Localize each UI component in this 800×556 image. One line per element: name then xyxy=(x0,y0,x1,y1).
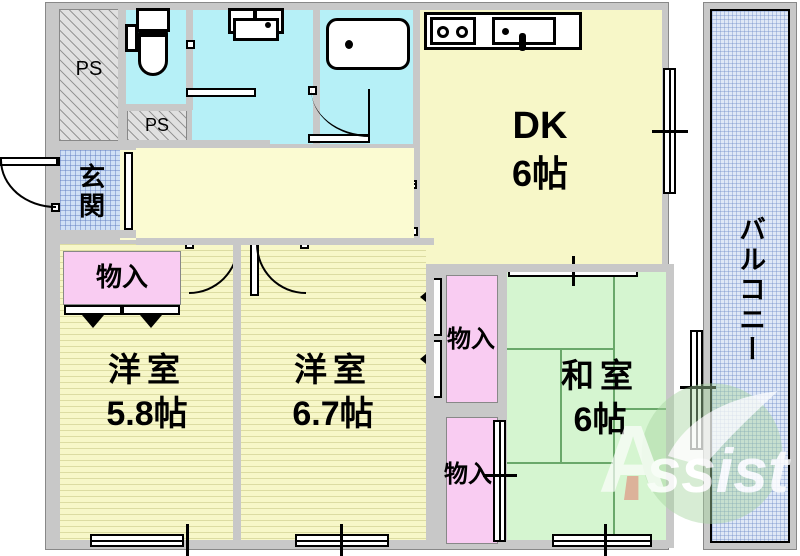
room-yoshitsu-right xyxy=(240,244,426,540)
wall-toilet-right xyxy=(186,8,193,110)
washbasin-faucet-icon xyxy=(253,9,257,21)
tatami-line-5 xyxy=(613,408,668,410)
hallway xyxy=(120,148,414,240)
toilet-door-hinge xyxy=(186,40,195,49)
tatami-line-4 xyxy=(560,348,562,464)
bathtub-drain-icon xyxy=(345,40,353,49)
wall-bath-left xyxy=(313,8,320,150)
dk-balcony-door-handle-icon xyxy=(652,130,688,133)
closet-washitsu-upper xyxy=(446,275,498,403)
sink-drain-icon xyxy=(502,28,509,35)
wall-washitsu-right xyxy=(666,264,674,548)
wall-between-closets xyxy=(426,404,500,412)
room-dk xyxy=(420,10,662,268)
yoshitsu-left-window[interactable] xyxy=(90,534,184,547)
front-door-swing-arc xyxy=(0,160,56,208)
stove-burner-right-icon xyxy=(456,26,468,38)
bathtub-icon xyxy=(326,18,410,70)
closet-bedroom-left-door-a[interactable] xyxy=(64,305,122,315)
wall-between-bedrooms xyxy=(233,238,241,548)
wall-ps1-right xyxy=(118,8,126,142)
closet-washitsu-lower-door-handle-icon xyxy=(483,474,517,477)
pipe-shaft-1 xyxy=(59,9,119,141)
wall-wet-bottom xyxy=(120,140,270,148)
closet-washitsu-lower xyxy=(446,417,498,544)
closet-bedroom-left-door-b[interactable] xyxy=(122,305,180,315)
closet-bedroom-left-fold-marker-a xyxy=(82,315,104,328)
washitsu-balcony-door-handle-icon xyxy=(680,386,716,389)
wall-bedrooms-top xyxy=(136,238,434,245)
wall-toilet-bottom xyxy=(122,104,192,111)
toilet-door-leaf[interactable] xyxy=(186,88,256,97)
wall-washitsu-left xyxy=(499,264,507,548)
hallway-upper-strip xyxy=(268,148,414,154)
wall-entrance-bottom xyxy=(46,230,136,238)
stove-burner-left-icon xyxy=(437,26,449,38)
closet-washitsu-lower-sliding-door[interactable] xyxy=(493,420,506,542)
toilet-tank-icon xyxy=(136,8,170,32)
wall-entrance-top xyxy=(46,142,136,150)
closet-bedroom-left xyxy=(63,251,181,305)
entrance-area xyxy=(60,150,120,232)
washitsu-balcony-sliding-door[interactable] xyxy=(690,330,703,450)
pipe-shaft-2 xyxy=(127,109,187,141)
washitsu-bottom-window-mullion xyxy=(604,524,607,556)
sink-faucet-icon xyxy=(519,33,526,51)
tatami-line-3 xyxy=(613,272,615,540)
washbasin-drain-icon xyxy=(265,22,271,28)
yoshitsu-right-window-mullion xyxy=(340,524,343,556)
yoshitsu-left-window-mullion xyxy=(186,524,189,556)
wall-washitsu-top xyxy=(430,264,670,272)
room-washitsu xyxy=(506,272,668,540)
washbasin-bowl-icon xyxy=(233,18,279,41)
entrance-step-line xyxy=(124,152,133,230)
closet-bedroom-left-fold-marker-b xyxy=(140,315,162,328)
wall-wet-right xyxy=(413,8,420,240)
washitsu-bottom-window[interactable] xyxy=(552,534,652,547)
toilet-lid-icon xyxy=(141,30,165,37)
balcony-area xyxy=(710,9,790,543)
bathroom-door-leaf[interactable] xyxy=(308,134,370,143)
toilet-side-tank-icon xyxy=(125,24,138,52)
